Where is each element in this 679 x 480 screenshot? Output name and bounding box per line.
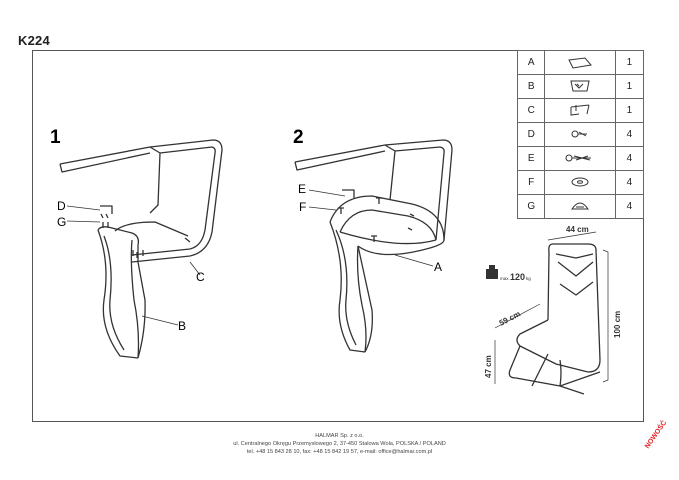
chair-dimension-drawing	[508, 243, 601, 395]
washer-icon	[571, 177, 589, 187]
part-image	[544, 170, 616, 195]
part-letter: C	[516, 98, 546, 123]
part-image	[544, 122, 616, 147]
step1-frame-drawing	[59, 139, 223, 359]
dim-depth: 59 cm	[498, 309, 522, 328]
footer-contact: tel. +48 15 843 28 10, fax: +48 15 842 1…	[246, 449, 433, 455]
label-g: G	[57, 215, 66, 229]
dim-seat-height: 47 cm	[484, 355, 493, 378]
part-image	[544, 146, 616, 171]
company-footer: HALMAR Sp. z o.o. ul. Centralnego Okręgu…	[0, 432, 679, 456]
part-quantity: 1	[614, 98, 645, 123]
part-letter: G	[516, 194, 546, 219]
backrest-icon	[570, 80, 590, 92]
part-image	[544, 98, 616, 123]
bolt-short-icon	[571, 130, 588, 138]
part-letter: F	[516, 170, 546, 195]
cap-icon	[571, 202, 590, 210]
frame-icon	[570, 104, 590, 116]
part-quantity: 4	[614, 122, 645, 147]
part-quantity: 4	[614, 146, 645, 171]
part-quantity: 1	[614, 74, 645, 99]
label-f: F	[299, 200, 306, 214]
step-number-1: 1	[50, 127, 61, 148]
part-letter: B	[516, 74, 546, 99]
max-load-value: 120	[510, 272, 525, 282]
part-image	[544, 74, 616, 99]
footer-company: HALMAR Sp. z o.o.	[315, 433, 364, 439]
model-code: K224	[18, 33, 50, 48]
part-letter: E	[516, 146, 546, 171]
part-letter: A	[516, 50, 546, 75]
label-a: A	[434, 260, 442, 274]
dim-height: 100 cm	[613, 311, 622, 338]
weight-icon	[486, 269, 498, 279]
part-quantity: 4	[614, 194, 645, 219]
dim-width: 44 cm	[566, 225, 589, 234]
part-quantity: 1	[614, 50, 645, 75]
part-image	[544, 194, 616, 219]
max-load-unit: kg	[526, 276, 531, 281]
bolt-long-icon	[565, 154, 592, 162]
part-image	[544, 50, 616, 75]
label-e: E	[298, 182, 306, 196]
max-load-prefix: max.	[500, 276, 510, 281]
seat-icon	[568, 57, 593, 69]
label-b: B	[178, 319, 186, 333]
part-letter: D	[516, 122, 546, 147]
footer-address: ul. Centralnego Okręgu Przemysłowego 2, …	[233, 441, 446, 447]
step2-frame-drawing	[294, 139, 453, 353]
label-d: D	[57, 199, 66, 213]
instruction-frame	[32, 50, 644, 422]
step-number-2: 2	[293, 127, 304, 148]
label-c: C	[196, 270, 205, 284]
part-quantity: 4	[614, 170, 645, 195]
